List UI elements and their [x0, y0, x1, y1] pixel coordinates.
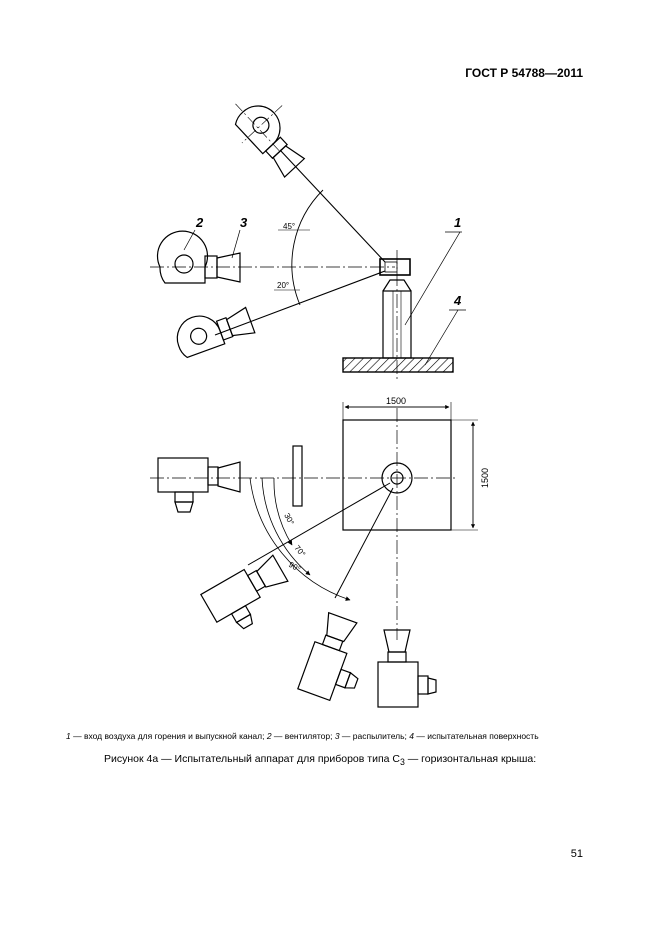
- label-1: 1: [454, 215, 461, 230]
- fan-plan-0: [157, 457, 241, 513]
- fan-lower-inclined: [176, 306, 256, 359]
- fan-plan-90: [377, 629, 437, 708]
- label-2: 2: [195, 215, 204, 230]
- baffle-panel: [292, 445, 303, 507]
- terminal-head: [379, 258, 411, 276]
- dim-height: 1500: [480, 468, 490, 488]
- label-3: 3: [240, 215, 248, 230]
- angle-20: 20°: [277, 281, 289, 290]
- figure-caption: Рисунок 4а — Испытательный аппарат для п…: [104, 753, 537, 768]
- page-number: 51: [570, 848, 583, 860]
- test-surface-plate: [342, 357, 454, 373]
- label-4: 4: [453, 293, 462, 308]
- angle-30: 30°: [282, 512, 296, 527]
- fan-plan-70: [297, 611, 359, 702]
- fan-upper-inclined: [234, 103, 306, 178]
- angle-70: 70°: [292, 544, 307, 559]
- elevation-view: [150, 103, 466, 380]
- angle-45: 45°: [283, 222, 295, 231]
- plan-view: [150, 402, 478, 708]
- fan-horizontal: [156, 230, 241, 284]
- dim-width: 1500: [386, 396, 406, 406]
- document-header: ГОСТ Р 54788—2011: [465, 66, 583, 80]
- figure-legend: 1 — вход воздуха для горения и выпускной…: [66, 731, 539, 741]
- fan-plan-30: [200, 554, 289, 630]
